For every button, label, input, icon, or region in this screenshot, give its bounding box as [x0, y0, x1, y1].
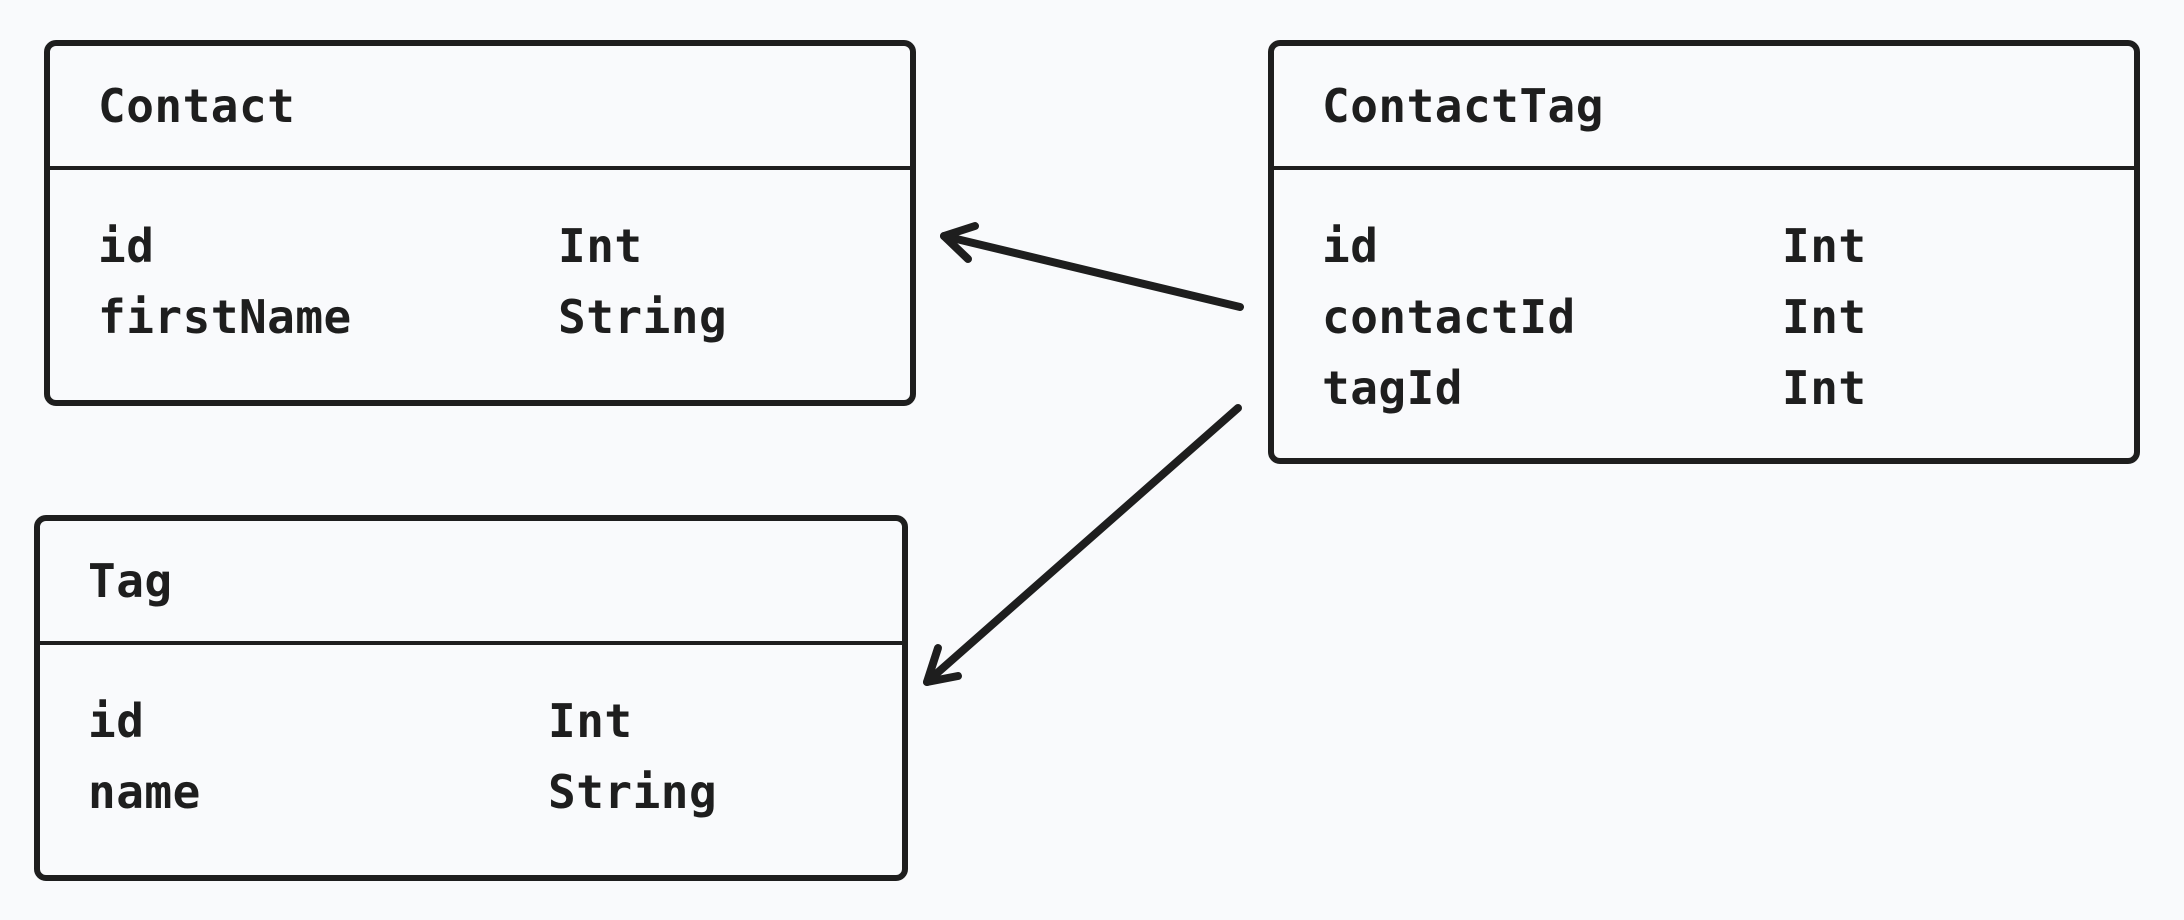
field-row: id Int — [50, 210, 910, 281]
entity-contact[interactable]: Contact id Int firstName String — [44, 40, 916, 406]
field-type: Int — [1782, 360, 1867, 415]
field-row: name String — [40, 756, 902, 827]
field-row: firstName String — [50, 281, 910, 352]
arrow-contacttag-to-contact[interactable] — [940, 222, 1244, 311]
arrow-contacttag-to-tag[interactable] — [923, 404, 1242, 686]
field-row: id Int — [1274, 210, 2134, 281]
entity-contact-header: Contact — [50, 46, 910, 170]
arrow-head — [940, 222, 979, 263]
field-type: Int — [548, 693, 633, 748]
entity-tag[interactable]: Tag id Int name String — [34, 515, 908, 881]
entity-tag-header: Tag — [40, 521, 902, 645]
entity-tag-fields: id Int name String — [40, 645, 902, 827]
entity-contact-title: Contact — [98, 79, 296, 133]
entity-contact-fields: id Int firstName String — [50, 170, 910, 352]
field-type: Int — [1782, 218, 1867, 273]
field-name: firstName — [98, 289, 352, 344]
field-row: id Int — [40, 685, 902, 756]
field-name: contactId — [1322, 289, 1576, 344]
field-row: contactId Int — [1274, 281, 2134, 352]
field-name: id — [98, 218, 155, 273]
field-name: id — [88, 693, 145, 748]
entity-contacttag-header: ContactTag — [1274, 46, 2134, 170]
arrow-line — [923, 404, 1242, 686]
field-type: Int — [1782, 289, 1867, 344]
field-type: String — [558, 289, 728, 344]
field-name: name — [88, 764, 201, 819]
field-name: tagId — [1322, 360, 1463, 415]
field-type: String — [548, 764, 718, 819]
field-type: Int — [558, 218, 643, 273]
entity-contacttag-title: ContactTag — [1322, 79, 1604, 133]
entity-tag-title: Tag — [88, 554, 173, 608]
entity-contacttag[interactable]: ContactTag id Int contactId Int tagId In… — [1268, 40, 2140, 464]
entity-contacttag-fields: id Int contactId Int tagId Int — [1274, 170, 2134, 423]
field-name: id — [1322, 218, 1379, 273]
field-row: tagId Int — [1274, 352, 2134, 423]
arrow-head — [923, 644, 962, 686]
arrow-line — [940, 232, 1244, 311]
